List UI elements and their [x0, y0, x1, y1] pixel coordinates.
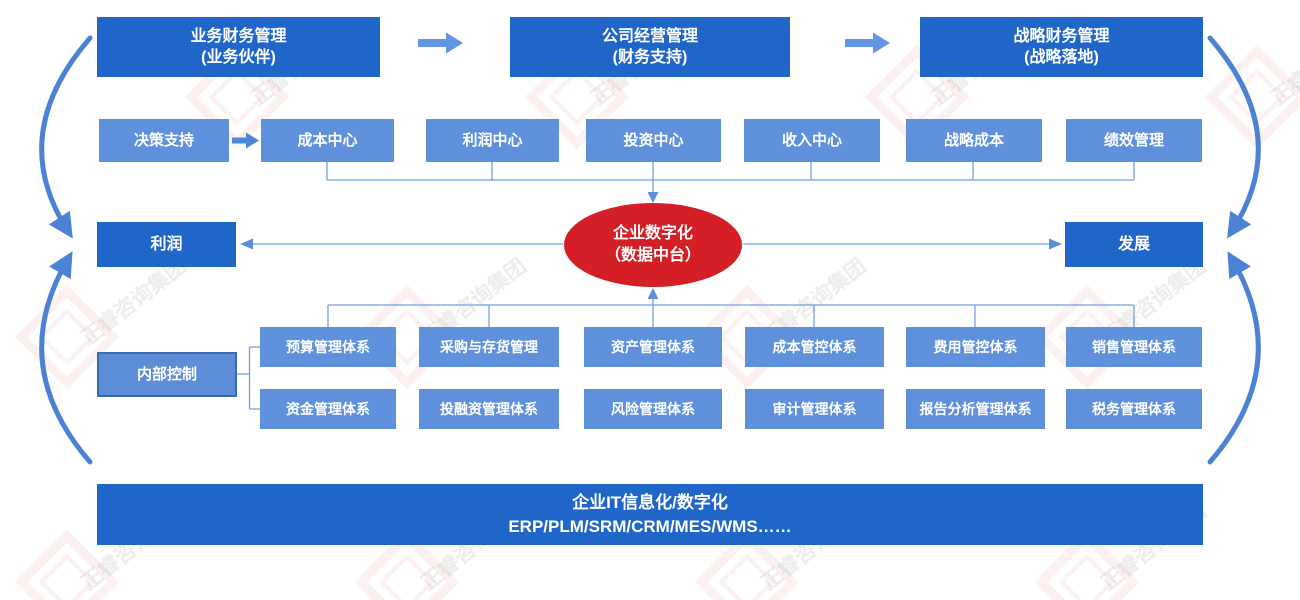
hub-ellipse-digitalization: 企业数字化 （数据中台） [564, 203, 742, 287]
box-investment-center: 投资中心 [586, 119, 721, 162]
box-label-line2: (业务伙伴) [201, 49, 276, 66]
box-label-line1: 战略财务管理 [1013, 27, 1110, 45]
curve-right-top [1207, 35, 1261, 239]
box-label-line1: 业务财务管理 [190, 27, 287, 45]
curve-left-bottom [39, 251, 93, 465]
hub-label-line2: （数据中台） [604, 247, 701, 264]
box-procurement-inventory: 采购与存货管理 [419, 327, 559, 367]
arrowhead-down-to-hub [647, 192, 659, 203]
box-strategic-cost: 战略成本 [906, 119, 1042, 162]
curve-left-top [39, 35, 93, 239]
box-sales-system: 销售管理体系 [1066, 327, 1202, 367]
box-treasury-system: 资金管理体系 [260, 389, 396, 429]
box-profit-center: 利润中心 [426, 119, 559, 162]
box-expense-control-system: 费用管控体系 [906, 327, 1045, 367]
arrowhead-to-development [1049, 238, 1062, 250]
box-performance-mgmt: 绩效管理 [1066, 119, 1202, 162]
control-bracket [237, 346, 260, 410]
banner-line1: 企业IT信息化/数字化 [572, 492, 728, 512]
box-strategic-finance: 战略财务管理 (战略落地) [920, 17, 1203, 77]
box-profit: 利润 [97, 222, 236, 267]
box-development: 发展 [1065, 222, 1203, 267]
flow-arrow-1 [418, 32, 463, 54]
box-invest-financing-system: 投融资管理体系 [419, 389, 559, 429]
box-label-line2: (财务支持) [612, 49, 688, 66]
box-audit-system: 审计管理体系 [745, 389, 884, 429]
box-internal-control: 内部控制 [97, 352, 237, 397]
box-cost-control-system: 成本管控体系 [745, 327, 884, 367]
box-tax-system: 税务管理体系 [1066, 389, 1202, 429]
box-asset-system: 资产管理体系 [584, 327, 722, 367]
box-company-operation: 公司经营管理 (财务支持) [510, 17, 790, 77]
box-business-finance: 业务财务管理 (业务伙伴) [97, 17, 380, 77]
box-risk-system: 风险管理体系 [584, 389, 722, 429]
box-decision-support: 决策支持 [99, 119, 229, 162]
box-cost-center: 成本中心 [261, 119, 394, 162]
hub-label-line1: 企业数字化 [612, 225, 693, 243]
top-bus-lines [326, 162, 1135, 193]
it-banner: 企业IT信息化/数字化 ERP/PLM/SRM/CRM/MES/WMS…… [97, 484, 1203, 545]
arrowhead-to-profit [240, 238, 253, 250]
bottom-bus-lines [327, 298, 1135, 327]
box-label-line2: (战略落地) [1024, 49, 1099, 66]
arrowhead-up-to-hub [647, 288, 659, 299]
flow-arrow-2 [845, 32, 890, 54]
banner-line2: ERP/PLM/SRM/CRM/MES/WMS…… [508, 516, 792, 536]
box-budget-system: 预算管理体系 [260, 327, 396, 367]
decision-arrow [232, 132, 259, 149]
box-revenue-center: 收入中心 [744, 119, 880, 162]
box-report-analysis-system: 报告分析管理体系 [906, 389, 1045, 429]
curve-right-bottom [1207, 251, 1261, 465]
curved-arrows [39, 35, 1261, 465]
box-label-line1: 公司经营管理 [601, 27, 698, 45]
